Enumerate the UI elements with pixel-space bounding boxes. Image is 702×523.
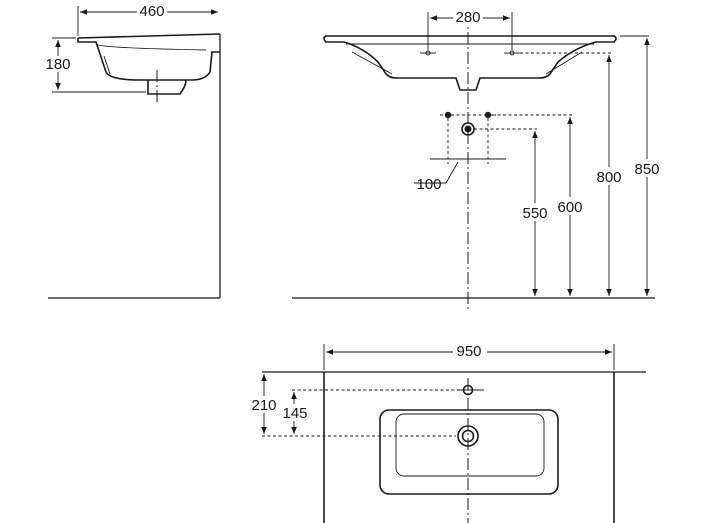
side-view-width-label: 460 [139, 3, 164, 20]
top-view-bowl-inner [395, 413, 545, 477]
top-view-depth-210-label: 210 [251, 397, 276, 414]
front-view-waste-outlet-center [464, 125, 472, 133]
front-view-tap-right-mark [509, 50, 515, 56]
front-view-height-800-label: 800 [596, 169, 621, 186]
front-view-supply-right-dot [484, 111, 492, 119]
side-view-drain [147, 79, 187, 95]
top-view: 950 210 145 [249, 343, 646, 523]
side-view-basin-inner [95, 43, 207, 75]
front-view: 280 100 550 600 800 850 [292, 9, 662, 310]
top-view-width-label: 950 [456, 343, 481, 360]
front-view-height-600-label: 600 [557, 199, 582, 216]
front-view-basin-inner [346, 43, 594, 75]
front-view-height-550-label: 550 [522, 205, 547, 222]
front-view-tap-left-mark [425, 50, 431, 56]
front-view-basin-outline [323, 35, 617, 91]
front-view-waste-dim-leader [445, 161, 459, 184]
top-view-depth-145-label: 145 [282, 405, 307, 422]
front-view-tap-spacing-label: 280 [455, 9, 480, 26]
side-view-height-label: 180 [45, 56, 70, 73]
top-view-bowl-outer [379, 409, 559, 495]
side-view-basin-outline [77, 33, 221, 81]
side-view: 460 180 [43, 3, 221, 299]
top-view-basin-outline [323, 372, 615, 523]
front-view-height-850-label: 850 [634, 161, 659, 178]
front-view-waste-spacing-label: 100 [416, 176, 441, 193]
